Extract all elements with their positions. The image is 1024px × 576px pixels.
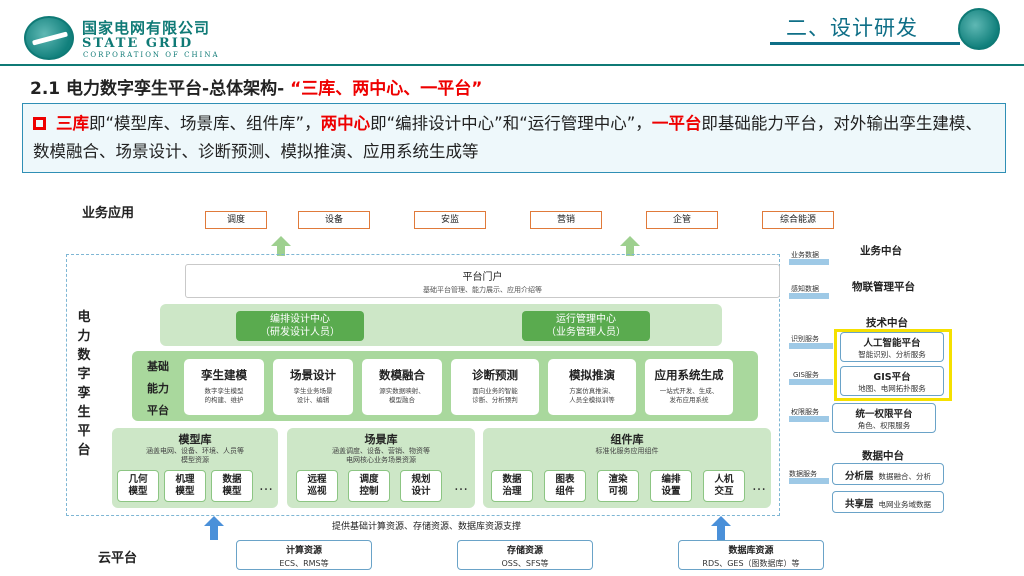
capability-card: 诊断预测面向业务的智能诊断、分析预判 (451, 359, 539, 415)
component-item: 编排设置 (650, 470, 692, 502)
capability-card: 数模融合源实数据映射、模型融合 (362, 359, 442, 415)
orchestration-center: 编排设计中心（研发设计人员） (236, 311, 364, 341)
sense-data-arrow (789, 293, 829, 299)
base-capability-label: 基础能力平台 (147, 360, 169, 417)
component-item: 图表组件 (544, 470, 586, 502)
app-box: 设备 (298, 211, 370, 229)
app-box: 营销 (530, 211, 602, 229)
blue-up-arrow-icon (711, 516, 731, 526)
model-item: 数据模型 (211, 470, 253, 502)
blue-arrow-stem (210, 526, 218, 540)
portal-title: 平台门户 (462, 272, 503, 283)
highlight-frame (834, 329, 952, 401)
slide-heading: 2.1 电力数字孪生平台-总体架构- “三库、两中心、一平台” (30, 74, 482, 99)
ai-platform: 人工智能平台智能识别、分析服务 (840, 332, 944, 362)
up-arrow-stem (626, 246, 634, 256)
app-box: 安监 (414, 211, 486, 229)
up-arrow-icon (271, 236, 291, 246)
intro-red-2: 两中心 (320, 114, 371, 133)
auth-arrow (789, 416, 829, 422)
cloud-platform-label: 云平台 (98, 551, 138, 566)
data-arrow-label: 数据服务 (789, 470, 817, 478)
ai-arrow-label: 识别服务 (791, 335, 819, 343)
platform-boundary (66, 254, 780, 516)
capability-card: 场景设计孪生业务场景设计、编辑 (273, 359, 353, 415)
component-item: 人机交互 (703, 470, 745, 502)
data-arrow (789, 478, 829, 484)
scene-item: 调度控制 (348, 470, 390, 502)
base-support-text: 提供基础计算资源、存储资源、数据库资源支撑 (332, 522, 522, 532)
vertical-platform-label: 电力数字孪生平台 (77, 310, 91, 458)
heading-prefix: 2.1 电力数字孪生平台-总体架构- (30, 79, 285, 99)
ai-arrow (789, 343, 833, 349)
data-middle-platform: 数据中台 (862, 450, 904, 462)
blue-up-arrow-icon (204, 516, 224, 526)
iot-platform: 物联管理平台 (852, 281, 915, 293)
model-item: 几何模型 (117, 470, 159, 502)
intro-text-1: 即“模型库、场景库、组件库”， (89, 114, 321, 133)
biz-data-arrow-label: 业务数据 (791, 251, 819, 259)
auth-platform: 统一权限平台角色、权限服务 (832, 403, 936, 433)
app-box: 综合能源 (762, 211, 834, 229)
platform-portal: 平台门户 基础平台管理、能力展示、应用介绍等 (185, 264, 780, 298)
app-box: 调度 (205, 211, 267, 229)
sense-data-arrow-label: 感知数据 (791, 285, 819, 293)
intro-box: 三库即“模型库、场景库、组件库”，两中心即“编排设计中心”和“运行管理中心”，一… (22, 103, 1006, 173)
portal-sub: 基础平台管理、能力展示、应用介绍等 (423, 286, 542, 294)
model-item: 机理模型 (164, 470, 206, 502)
more-dots: … (454, 478, 468, 494)
more-dots: … (752, 478, 766, 494)
capability-card: 模拟推演方案仿真推演、人员全模拟训等 (548, 359, 636, 415)
state-grid-logo-icon (24, 16, 74, 60)
more-dots: … (259, 478, 273, 494)
section-title: 二、设计研发 (786, 16, 918, 40)
up-arrow-icon (620, 236, 640, 246)
section-underline (770, 42, 960, 45)
analysis-layer: 分析层 数据融合、分析 (832, 463, 944, 485)
intro-text-3: 即基础能力平台，对外输出孪生建模、数模融合、场景设计、诊断预测、模拟推演、应用系… (33, 114, 982, 161)
scene-item: 远程巡视 (296, 470, 338, 502)
share-layer: 共享层 电网业务域数据 (832, 491, 944, 513)
company-name-en: STATE GRID (82, 36, 194, 51)
gis-platform: GIS平台地图、电网拓扑服务 (840, 366, 944, 396)
auth-arrow-label: 权限服务 (791, 408, 819, 416)
company-sub: CORPORATION OF CHINA (83, 51, 220, 59)
intro-text-2: 即“编排设计中心”和“运行管理中心”， (370, 114, 652, 133)
business-middle-platform: 业务中台 (860, 245, 902, 257)
app-box: 企管 (646, 211, 718, 229)
gis-arrow-label: GIS服务 (793, 371, 819, 379)
scene-item: 规划设计 (400, 470, 442, 502)
gis-arrow (789, 379, 833, 385)
capability-card: 孪生建模数字孪生模型的构建、维护 (184, 359, 264, 415)
intro-red-3: 一平台 (651, 114, 702, 133)
header-divider (0, 64, 1024, 66)
component-item: 数据治理 (491, 470, 533, 502)
biz-app-label: 业务应用 (82, 206, 135, 221)
component-item: 渲染可视 (597, 470, 639, 502)
capability-card: 应用系统生成一站式开发、生成、发布应用系统 (645, 359, 733, 415)
company-name-cn: 国家电网有限公司 (82, 19, 211, 37)
tech-middle-platform: 技术中台 (866, 317, 908, 329)
blue-arrow-stem (717, 526, 725, 540)
state-grid-logo-small-icon (958, 8, 1000, 50)
heading-highlight: “三库、两中心、一平台” (290, 79, 483, 99)
up-arrow-stem (277, 246, 285, 256)
operation-center: 运行管理中心（业务管理人员） (522, 311, 650, 341)
biz-data-arrow (789, 259, 829, 265)
bullet-square-icon (33, 117, 46, 130)
intro-red-1: 三库 (56, 114, 89, 133)
